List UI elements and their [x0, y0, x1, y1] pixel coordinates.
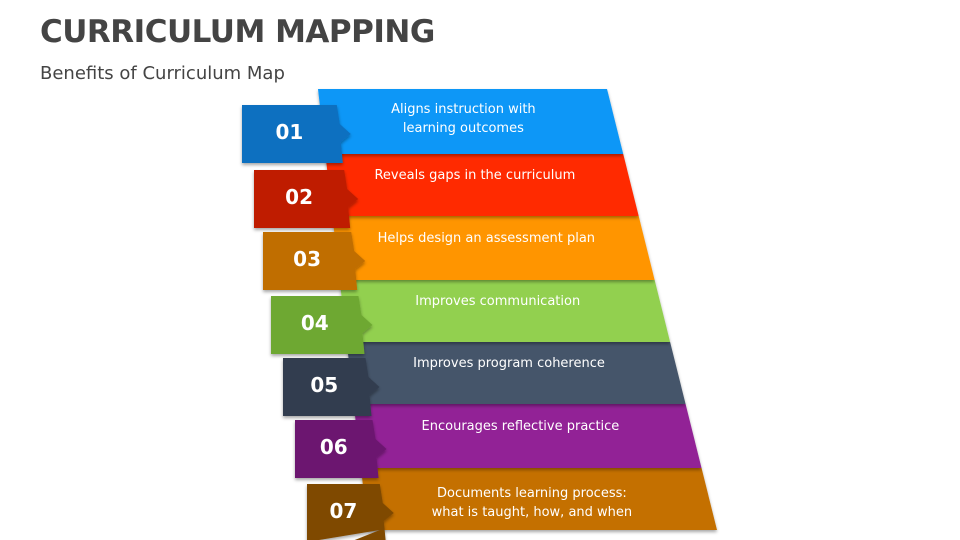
benefit-band-01 [318, 89, 624, 154]
benefit-text: Improves communication [415, 293, 581, 309]
benefit-number: 01 [275, 120, 304, 144]
benefit-band-04 [339, 280, 671, 342]
number-tab-05 [283, 358, 380, 416]
slide-subtitle: Benefits of Curriculum Map [40, 63, 285, 84]
benefit-band-02 [325, 154, 639, 216]
slide-title: CURRICULUM MAPPING [40, 14, 435, 50]
number-tab-01 [242, 105, 351, 163]
benefit-band-06 [353, 404, 702, 468]
benefit-text: Encourages reflective practice [421, 418, 620, 434]
benefit-text: Improves program coherence [413, 355, 605, 371]
number-tab-06 [295, 420, 387, 478]
benefit-text: Reveals gaps in the curriculum [374, 167, 576, 183]
benefit-number: 04 [300, 311, 329, 335]
benefit-text: Helps design an assessment plan [377, 230, 596, 246]
benefit-band-07 [360, 468, 717, 530]
benefit-number: 06 [319, 435, 348, 459]
number-tab-02 [254, 170, 359, 228]
benefit-number: 02 [285, 185, 313, 209]
benefit-number: 07 [329, 499, 358, 523]
number-tab-07 [307, 484, 394, 540]
benefit-band-03 [332, 216, 655, 280]
benefit-number: 05 [310, 373, 339, 397]
benefit-number: 03 [293, 247, 322, 271]
benefit-band-05 [346, 342, 686, 404]
number-tab-03 [263, 232, 366, 290]
benefit-text: Documents learning process:what is taugh… [431, 486, 633, 520]
number-tab-04 [271, 296, 373, 354]
